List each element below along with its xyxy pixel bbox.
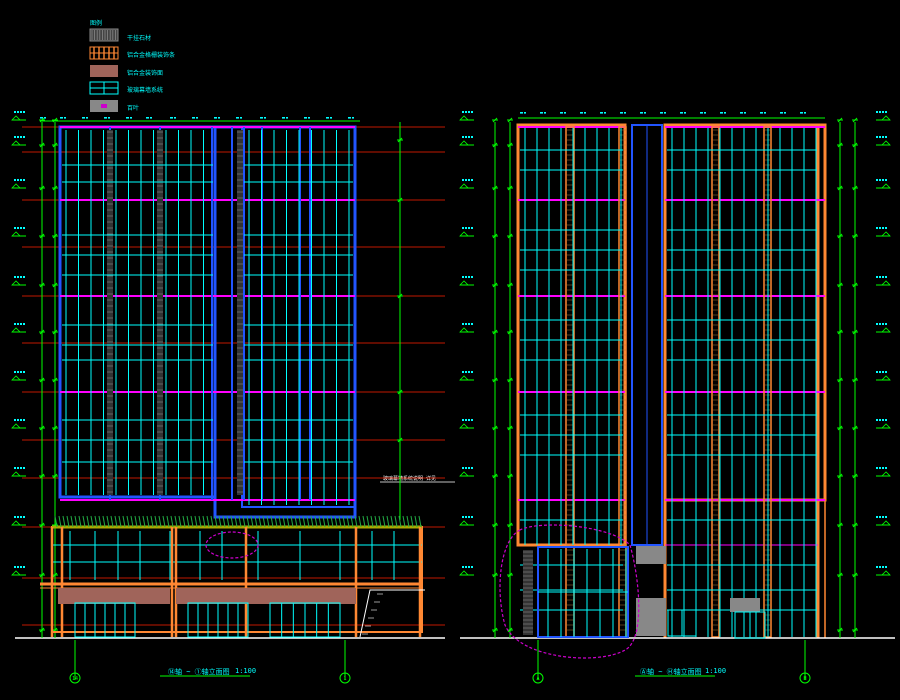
right-tower-block-right [663,123,827,502]
right-dim-chain-outer [492,117,498,638]
svg-text:1: 1 [343,676,346,682]
right-podium [499,524,766,659]
facade-note: 玻璃幕墙系统说明 详见 [383,476,437,482]
left-level-marks [11,111,26,576]
right-revision-cloud [499,524,640,659]
drawing-scale-right: 1:100 [705,667,727,675]
right-louver-panel-upper [636,546,666,564]
grid-bubble-A: A [532,672,544,684]
right-dim-chain-right-b [852,117,858,638]
left-revision-cloud [205,531,259,559]
svg-text:H: H [803,676,806,682]
left-podium-frame [51,526,423,633]
grid-bubble-14: 14 [69,672,81,684]
svg-text:14: 14 [72,676,78,682]
right-top-dims [520,112,806,114]
legend-heading: 图例 [90,20,103,27]
drawing-title-right: Ⓐ轴 ~ Ⓗ轴立面图 [640,668,702,676]
left-podium [40,515,425,638]
legend-label-louver: 百叶 [127,105,140,112]
legend-swatch-panel [90,65,118,77]
drawing-title-left: ⑭轴 ~ ①轴立面图 [168,668,230,676]
right-curtain-wall-grid [520,128,817,637]
right-level-marks-left [459,111,474,576]
legend-label-stone: 干挂石材 [127,35,152,42]
grid-bubble-1: 1 [339,672,351,684]
left-dim-chain-right [397,122,403,520]
right-level-marks-right [876,111,891,576]
left-top-dims [40,117,354,119]
drawing-scale-left: 1:100 [235,667,257,675]
grid-bubble-H: H [799,672,811,684]
right-louver-panel-lower [636,598,666,636]
legend-label-grille: 铝合金格栅装饰条 [127,52,176,59]
legend-label-glass: 玻璃幕墙系统 [127,87,164,94]
left-curtain-wall-grid [62,130,353,505]
right-dim-chain-inner [507,117,513,638]
svg-text:A: A [536,676,539,682]
legend-label-panel: 铝合金装饰面 [127,70,164,77]
right-louver-panel-side [730,598,760,612]
left-tower-frame-b [213,125,357,519]
right-dim-chain-right-a [837,117,843,638]
left-dim-chain-outer [39,117,45,638]
legend-swatches [89,28,119,112]
